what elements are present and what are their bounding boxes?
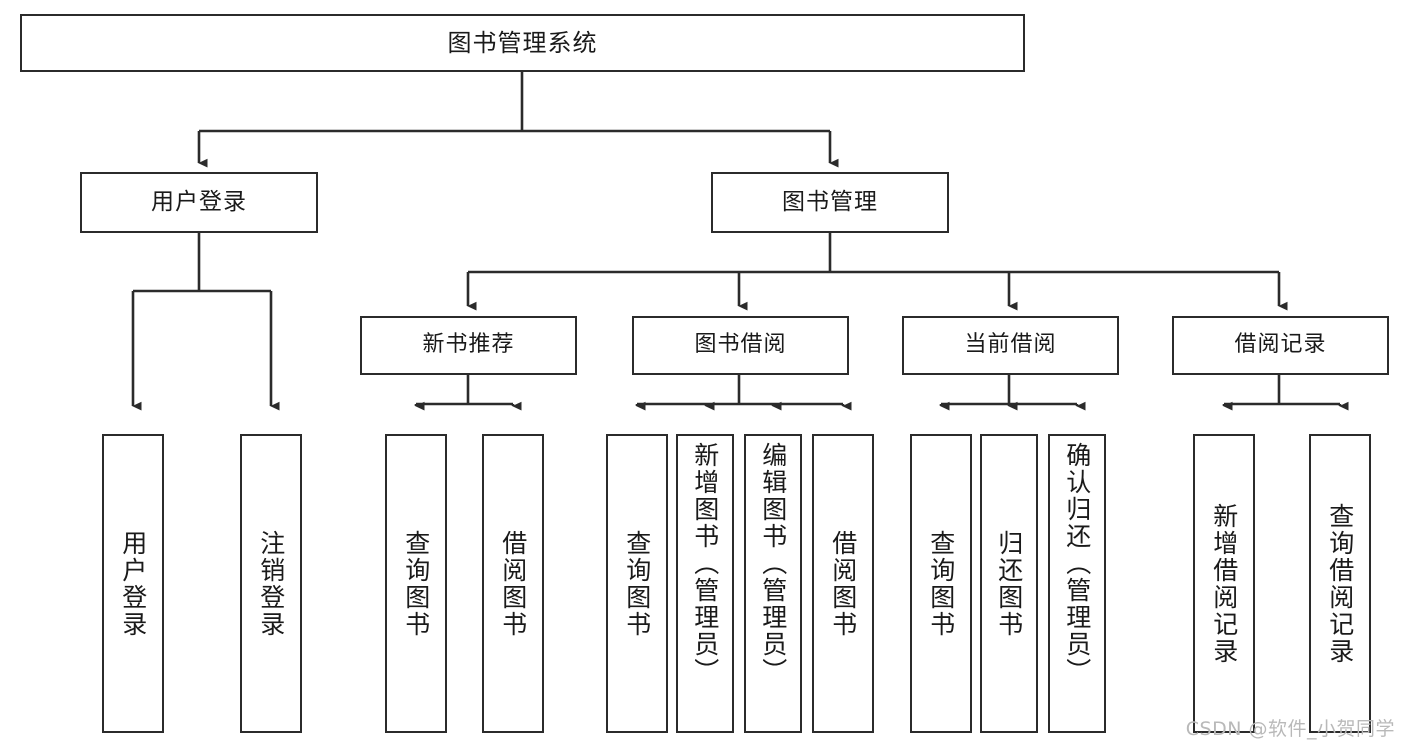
leaf-borrow-book[interactable]: 借阅图书 [812,434,874,733]
node-label: 借阅记录 [1234,332,1327,358]
leaf-text-wrap: 新增借阅记录 [1195,436,1253,731]
leaf-query-book-current[interactable]: 查询图书 [910,434,972,733]
node-label: 查询图书 [622,529,652,638]
leaf-text-wrap: 查询借阅记录 [1311,436,1369,731]
leaf-query-book-recommend[interactable]: 查询图书 [385,434,447,733]
leaf-text-wrap: 借阅图书 [484,436,542,731]
leaf-text-wrap: 新增图书（管理员） [678,436,732,731]
leaf-add-book-admin[interactable]: 新增图书（管理员） [676,434,734,733]
leaf-text-wrap: 查询图书 [608,436,666,731]
node-label: 图书管理系统 [447,28,598,57]
node-label: 归还图书 [994,529,1024,638]
leaf-add-borrow-record[interactable]: 新增借阅记录 [1193,434,1255,733]
node-label: 图书借阅 [694,332,787,358]
leaf-text-wrap: 确认归还（管理员） [1050,436,1104,731]
node-root-book-management-system[interactable]: 图书管理系统 [20,14,1025,72]
node-label: 借阅图书 [828,529,858,638]
leaf-text-wrap: 借阅图书 [814,436,872,731]
node-new-book-recommend[interactable]: 新书推荐 [360,316,577,375]
node-label: 用户登录 [118,529,148,638]
node-label: 查询图书 [401,529,431,638]
node-label: 新书推荐 [422,332,515,358]
node-label: 新增借阅记录 [1209,502,1239,665]
leaf-query-borrow-record[interactable]: 查询借阅记录 [1309,434,1371,733]
node-user-login[interactable]: 用户登录 [80,172,318,233]
leaf-confirm-return-admin[interactable]: 确认归还（管理员） [1048,434,1106,733]
node-label: 查询图书 [926,529,956,638]
leaf-logout[interactable]: 注销登录 [240,434,302,733]
leaf-text-wrap: 编辑图书（管理员） [746,436,800,731]
node-book-borrow[interactable]: 图书借阅 [632,316,849,375]
leaf-text-wrap: 归还图书 [982,436,1036,731]
node-label: 确认归还（管理员） [1062,442,1092,685]
leaf-edit-book-admin[interactable]: 编辑图书（管理员） [744,434,802,733]
node-label: 新增图书（管理员） [690,442,720,685]
leaf-borrow-book-recommend[interactable]: 借阅图书 [482,434,544,733]
leaf-return-book[interactable]: 归还图书 [980,434,1038,733]
node-borrow-record[interactable]: 借阅记录 [1172,316,1389,375]
node-label: 查询借阅记录 [1325,502,1355,665]
leaf-user-login[interactable]: 用户登录 [102,434,164,733]
node-label: 用户登录 [151,188,247,215]
leaf-text-wrap: 查询图书 [387,436,445,731]
node-label: 编辑图书（管理员） [758,442,788,685]
node-label: 当前借阅 [964,332,1057,358]
leaf-text-wrap: 查询图书 [912,436,970,731]
leaf-text-wrap: 用户登录 [104,436,162,731]
node-book-management[interactable]: 图书管理 [711,172,949,233]
node-label: 注销登录 [256,529,286,638]
node-label: 借阅图书 [498,529,528,638]
node-label: 图书管理 [782,188,878,215]
leaf-query-book-borrow[interactable]: 查询图书 [606,434,668,733]
node-current-borrow[interactable]: 当前借阅 [902,316,1119,375]
leaf-text-wrap: 注销登录 [242,436,300,731]
